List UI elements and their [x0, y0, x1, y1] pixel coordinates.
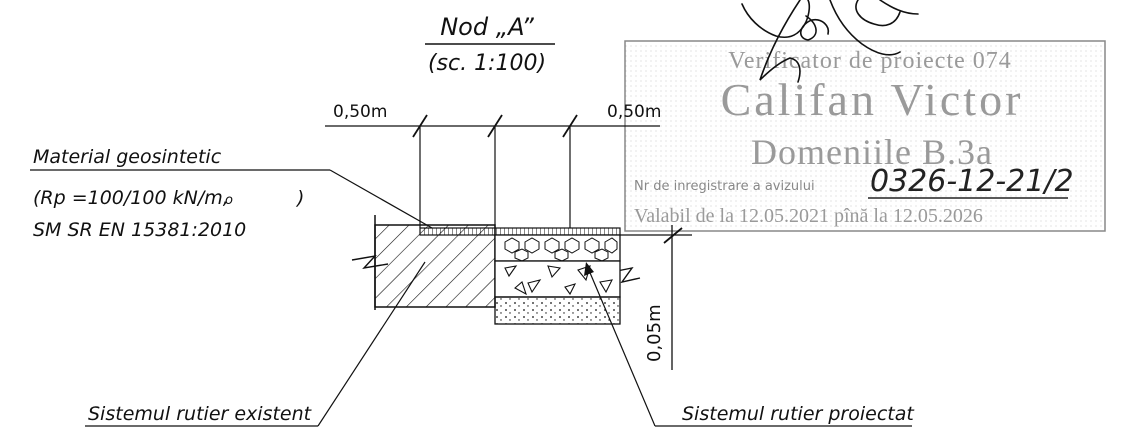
height-tick — [663, 227, 683, 244]
projected-system-label: Sistemul rutier proiectat — [682, 403, 915, 425]
road-cross-section — [351, 215, 641, 325]
system-labels: Sistemul rutier existent Sistemul rutier… — [85, 261, 915, 427]
dim-right-label: 0,50m — [607, 102, 661, 122]
material-spec-o: o — [225, 193, 233, 208]
hexagon-pattern — [504, 237, 618, 262]
stamp-registration-label: Nr de inregistrare a avizului — [634, 179, 815, 194]
stamp-line-2: Califan Victor — [721, 74, 1024, 125]
material-spec-close: ) — [295, 187, 304, 209]
material-title: Material geosintetic — [33, 146, 222, 168]
title-scale: (sc. 1:100) — [428, 51, 546, 76]
height-label: 0,05m — [644, 304, 665, 362]
projected-leader-arrow — [584, 262, 594, 276]
tick-3 — [562, 114, 578, 138]
existing-leader-diag — [317, 261, 426, 427]
stamp-border — [624, 40, 1106, 232]
geosynthetic-strip — [419, 227, 621, 236]
tick-1 — [412, 114, 428, 138]
existing-system-label: Sistemul rutier existent — [88, 403, 313, 425]
break-symbol-left — [351, 254, 389, 270]
stamp-validity: Valabil de la 12.05.2021 pînă la 12.05.2… — [634, 205, 983, 227]
tick-2 — [487, 114, 503, 138]
aggregate-pattern — [504, 265, 613, 296]
dim-left-label: 0,50m — [333, 102, 387, 122]
handwritten-signature — [741, 0, 919, 83]
material-leader-diag — [329, 169, 433, 229]
existing-road-layer — [374, 224, 496, 308]
material-spec: (Rp =100/100 kN/m, — [33, 187, 229, 209]
title-node: Nod „A” — [440, 13, 534, 41]
material-standard: SM SR EN 15381:2010 — [33, 219, 246, 241]
verification-stamp: Verificator de proiecte 074 Califan Vict… — [624, 40, 1106, 232]
stamp-line-3: Domeniile B.3a — [751, 132, 993, 172]
stamp-line-1: Verificator de proiecte 074 — [728, 48, 1012, 74]
stamp-registration-number: 0326-12-21/2 — [870, 164, 1074, 199]
height-dimension: 0,05m — [620, 225, 692, 370]
projected-leader-diag — [587, 267, 656, 427]
projected-layer-sand — [494, 296, 621, 325]
material-labels: Material geosintetic (Rp =100/100 kN/m, … — [30, 146, 433, 241]
detail-title: Nod „A” (sc. 1:100) — [425, 13, 555, 76]
break-symbol-right — [611, 266, 641, 284]
top-dimension: 0,50m 0,50m — [325, 102, 661, 236]
